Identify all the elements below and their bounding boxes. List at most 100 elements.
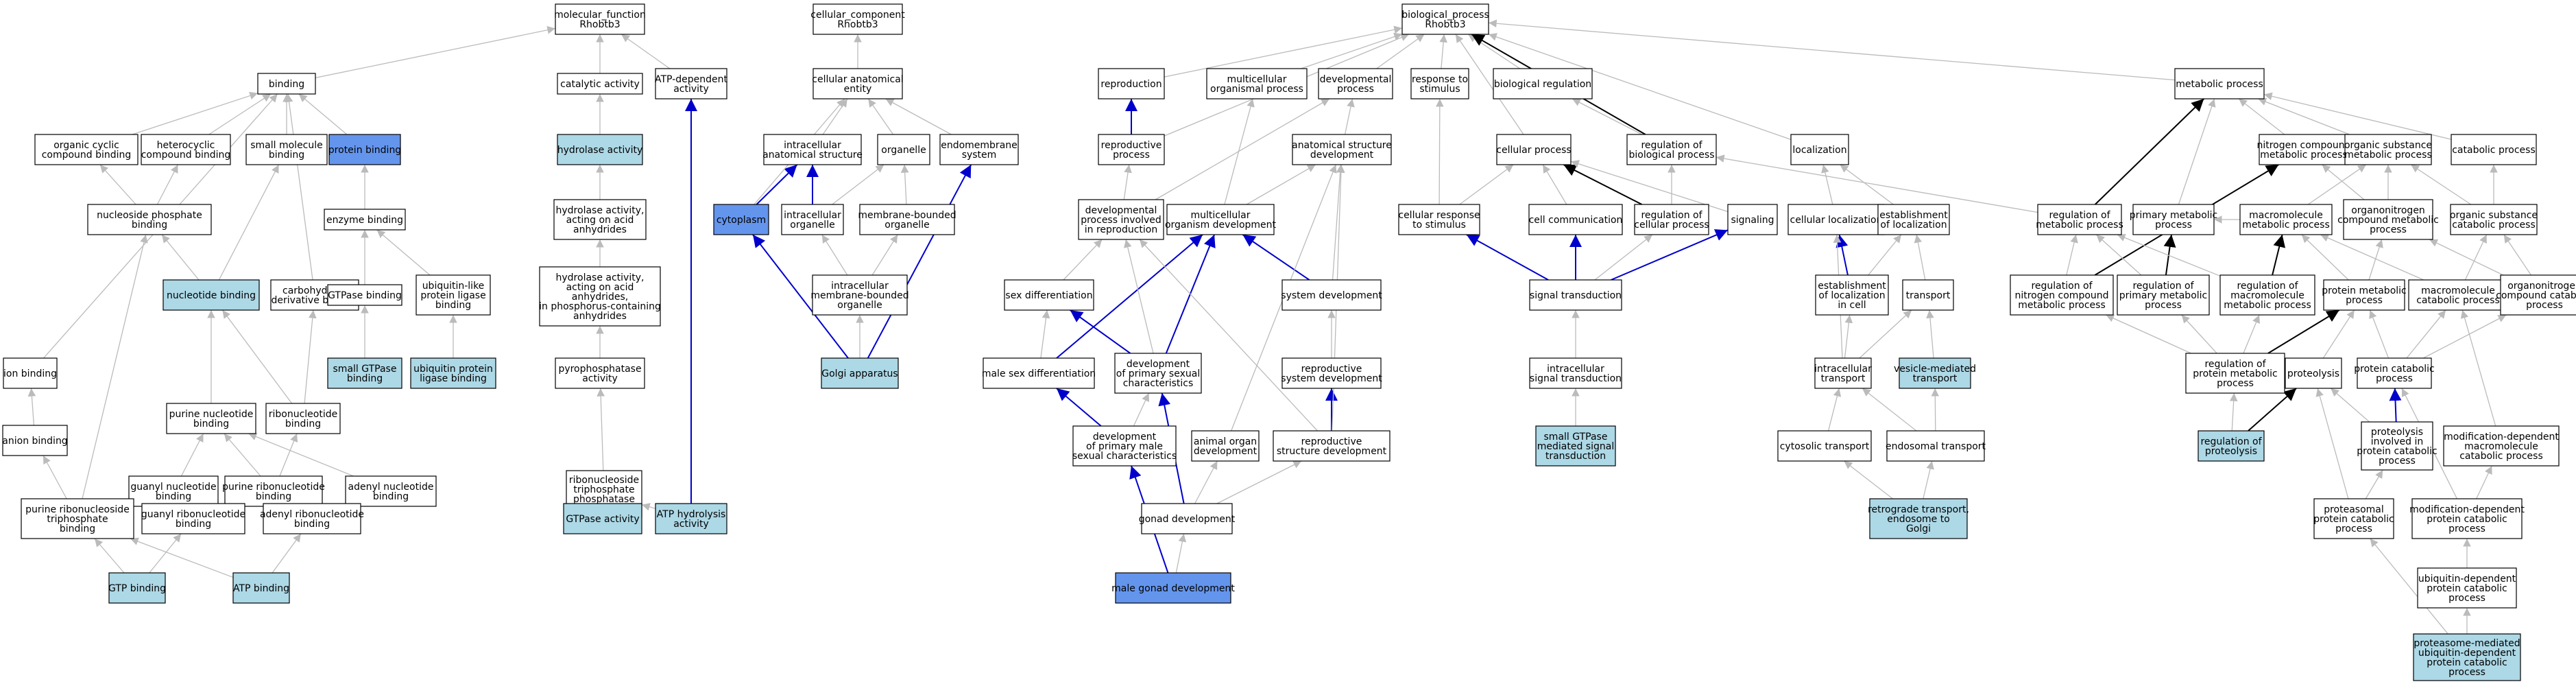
node-box (763, 134, 862, 165)
node-label-line: binding (347, 373, 383, 384)
node-label-line: intracellular (831, 281, 889, 292)
node-label-line: modification-dependent (2409, 504, 2525, 515)
node-label-line: response to (1412, 74, 1468, 85)
node-label-line: process involved (1081, 215, 1161, 226)
node-layer: molecular_functionRhobtb3cellular_compon… (2, 3, 2576, 681)
node-box (263, 503, 361, 534)
edge-proteasome-to-proteasomal (2370, 538, 2448, 635)
edge-inttrans-to-transport (1859, 309, 1912, 359)
node-box (1398, 204, 1480, 235)
node-box (1191, 430, 1260, 462)
node-label-line: biological_process (1401, 10, 1489, 21)
go-term-node-proteolysis: proteolysis (2285, 357, 2342, 389)
node-box (812, 274, 908, 316)
edge-multiorg-to-bp (1301, 32, 1403, 69)
node-label-line: regulation of (2031, 281, 2093, 292)
node-box (141, 134, 231, 165)
node-label-line: anatomical structure (762, 150, 863, 161)
edge-rntpase-to-pyrophos (597, 388, 605, 471)
node-label-line: anion binding (2, 436, 67, 447)
node-label-line: Rhobtb3 (579, 19, 620, 30)
edge-protcat-to-protmet (2369, 309, 2390, 359)
node-label-line: endomembrane (941, 140, 1018, 151)
node-box (2411, 498, 2523, 539)
node-label-line: intracellular (784, 210, 841, 221)
node-label-line: reproductive (1101, 140, 1162, 151)
node-label-line: protein catabolic (2313, 514, 2394, 525)
go-term-node-malesex: male sex differentiation (982, 357, 1096, 389)
node-label-line: animal organ (1194, 436, 1257, 447)
node-box (410, 357, 496, 389)
node-label-line: GTP binding (108, 583, 166, 594)
node-label-line: process (2145, 300, 2182, 311)
node-label-line: binding (60, 523, 95, 534)
go-term-node-catabolic: catabolic process (2451, 134, 2537, 165)
node-box (1115, 572, 1231, 604)
node-box (2500, 274, 2576, 316)
node-label-line: anhydrides (573, 311, 627, 322)
go-term-node-reproduction: reproduction (1098, 68, 1165, 99)
node-box (1098, 68, 1165, 99)
node-box (553, 199, 647, 240)
go-term-node-sysdev: system development (1281, 279, 1382, 311)
node-label-line: process (2217, 378, 2254, 389)
node-label-line: signal transduction (1530, 373, 1622, 384)
node-label-line: primary metabolic (2130, 210, 2218, 221)
go-term-node-endotrans: endosomal transport (1886, 430, 1986, 462)
node-label-line: GTPase activity (566, 514, 639, 525)
node-box (1493, 68, 1593, 99)
node-label-line: regulation of (2132, 281, 2194, 292)
node-box (2323, 279, 2405, 311)
node-box (232, 572, 290, 604)
node-label-line: gonad development (1139, 514, 1236, 525)
node-label-line: involved in (2371, 436, 2424, 447)
edge-catabolic-to-metproc (2263, 92, 2452, 140)
edge-anionbind-to-ionbind (27, 388, 36, 426)
node-label-line: development (1194, 446, 1257, 457)
node-label-line: ubiquitin-dependent (2418, 648, 2516, 659)
node-label-line: anatomical structure (1292, 140, 1392, 151)
node-label-line: catabolic process (2416, 295, 2500, 306)
node-box (2357, 357, 2432, 389)
node-label-line: phosphatase (573, 494, 635, 505)
edge-estlocincell-to-estloc (1868, 234, 1902, 276)
node-label-line: system development (1281, 373, 1382, 384)
node-label-line: proteasome-mediated (2414, 638, 2520, 649)
node-label-line: ribonucleoside (569, 475, 639, 486)
node-box (1790, 134, 1849, 165)
node-label-line: binding (285, 418, 321, 429)
node-box (1292, 134, 1392, 165)
edge-macromet-to-orgsubst (2307, 164, 2367, 205)
node-box (1401, 3, 1489, 35)
edge-regprot-to-protmet (2267, 309, 2340, 354)
node-label-line: nucleotide binding (167, 290, 256, 301)
node-label-line: purine ribonucleotide (222, 482, 325, 493)
edge-devrepro-to-devproc (1155, 98, 1330, 200)
node-label-line: intracellular (784, 140, 841, 151)
node-box (1281, 357, 1382, 389)
edge-golgi-to-endomem (867, 164, 972, 359)
node-box (1727, 204, 1778, 235)
node-box (2037, 204, 2122, 235)
go-term-node-cellcomm: cell communication (1528, 204, 1623, 235)
node-box (21, 498, 134, 539)
go-term-node-sexdiff: sex differentiation (1004, 279, 1094, 311)
node-box (1529, 279, 1622, 311)
node-box (539, 266, 661, 327)
node-label-line: organic substance (2344, 140, 2432, 151)
node-label-line: development (1093, 432, 1157, 443)
node-label-line: ion binding (3, 368, 57, 379)
node-label-line: binding (256, 491, 291, 502)
